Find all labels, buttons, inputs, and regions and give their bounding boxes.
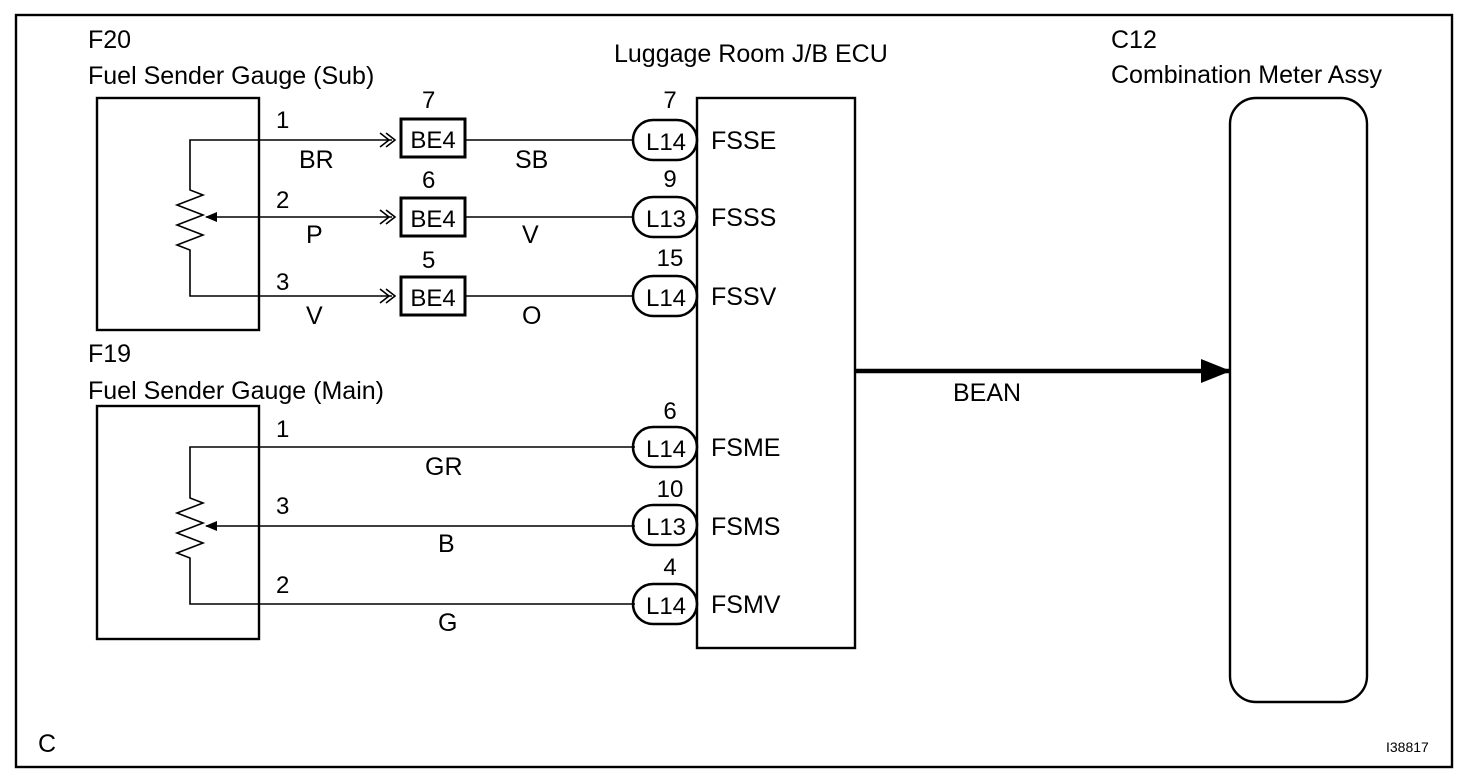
be4-box-1 [399, 117, 467, 159]
ecu-terminal-fsmv: FSMV [711, 591, 781, 619]
be4-box-3 [399, 275, 467, 317]
ecu-terminal-fsse: FSSE [711, 127, 776, 155]
f20-pin-3: 3 [276, 269, 289, 296]
f19-pin-2: 2 [276, 572, 289, 599]
c12-box [1228, 96, 1369, 704]
wire-color-p: P [306, 221, 323, 249]
junction-be4-row2: 6 BE4 [379, 167, 467, 238]
ecu-connector-pill [631, 195, 699, 239]
c12-code: C12 [1111, 26, 1157, 54]
connector-chevron-icon [379, 209, 397, 225]
f20-name: Fuel Sender Gauge (Sub) [88, 62, 374, 90]
ecu-name: Luggage Room J/B ECU [614, 40, 888, 68]
ecu-connector-code: L14 [646, 285, 686, 312]
junction-pin-7: 7 [422, 87, 435, 114]
f19-resistor [174, 446, 635, 605]
connector-chevron-icon [379, 132, 397, 148]
ecu-terminal-fsss: FSSS [711, 204, 776, 232]
f20-sender: F20 Fuel Sender Gauge (Sub) [88, 26, 392, 332]
ecu-pin-number: 10 [657, 476, 684, 503]
ecu-connector-fsmv: 4 L14 FSMV [631, 554, 781, 626]
ecu-connector-pill [631, 274, 699, 318]
wire-color-v-left: V [306, 302, 323, 330]
figure-id: I38817 [1386, 739, 1429, 755]
f19-sender: F19 Fuel Sender Gauge (Main) [88, 340, 635, 641]
f20-pin-2: 2 [276, 187, 289, 214]
ecu-box [695, 96, 857, 650]
f19-name: Fuel Sender Gauge (Main) [88, 377, 384, 405]
wire-color-o: O [522, 302, 541, 330]
wire-color-b: B [438, 530, 455, 558]
f20-pin-1: 1 [276, 107, 289, 134]
ecu-connector-pill [631, 503, 699, 547]
ecu-connector-fsse: 7 L14 FSSE [631, 87, 776, 162]
ecu-connector-code: L13 [646, 206, 686, 233]
ecu-pin-number: 4 [663, 554, 676, 581]
junction-pin-5: 5 [422, 247, 435, 274]
ecu-connector-fsme: 6 L14 FSME [631, 398, 780, 469]
bean-label: BEAN [953, 379, 1021, 407]
ecu-connector-code: L14 [646, 129, 686, 156]
ecu-connector-code: L14 [646, 436, 686, 463]
c12-name: Combination Meter Assy [1111, 61, 1382, 89]
wire-color-sb: SB [515, 146, 548, 174]
f20-code: F20 [88, 26, 131, 54]
ecu-pin-number: 7 [663, 87, 676, 114]
ecu-pin-number: 15 [657, 245, 684, 272]
connector-chevron-icon [379, 288, 397, 304]
wire-color-g: G [438, 609, 457, 637]
ecu-terminal-fssv: FSSV [711, 283, 777, 311]
wire-color-br: BR [299, 146, 334, 174]
f19-box [95, 404, 261, 641]
be4-label-1: BE4 [410, 127, 455, 154]
be4-label-2: BE4 [410, 206, 455, 233]
ecu-connector-pill [631, 118, 699, 162]
ecu-terminal-fsms: FSMS [711, 513, 780, 541]
wire-color-v-right: V [522, 221, 539, 249]
be4-label-3: BE4 [410, 285, 455, 312]
junction-be4-row1: 7 BE4 [379, 87, 467, 159]
diagram-frame [14, 13, 1454, 769]
ecu-terminal-fsme: FSME [711, 434, 780, 462]
f19-pin-3: 3 [276, 493, 289, 520]
ecu-connector-code: L14 [646, 593, 686, 620]
wire-color-gr: GR [425, 453, 463, 481]
f19-pin-1: 1 [276, 416, 289, 443]
ecu-connector-code: L13 [646, 514, 686, 541]
junction-be4-row3: 5 BE4 [379, 247, 467, 317]
junction-pin-6: 6 [422, 167, 435, 194]
ecu-pin-number: 6 [663, 398, 676, 425]
ecu-connector-fsss: 9 L13 FSSS [631, 166, 776, 239]
ecu-pin-number: 9 [663, 166, 676, 193]
f20-box [95, 96, 261, 332]
ecu-connector-fssv: 15 L14 FSSV [631, 245, 777, 318]
corner-label: C [38, 730, 56, 758]
ecu-connector-fsms: 10 L13 FSMS [631, 476, 780, 547]
f20-resistor [174, 139, 392, 297]
f19-code: F19 [88, 340, 131, 368]
